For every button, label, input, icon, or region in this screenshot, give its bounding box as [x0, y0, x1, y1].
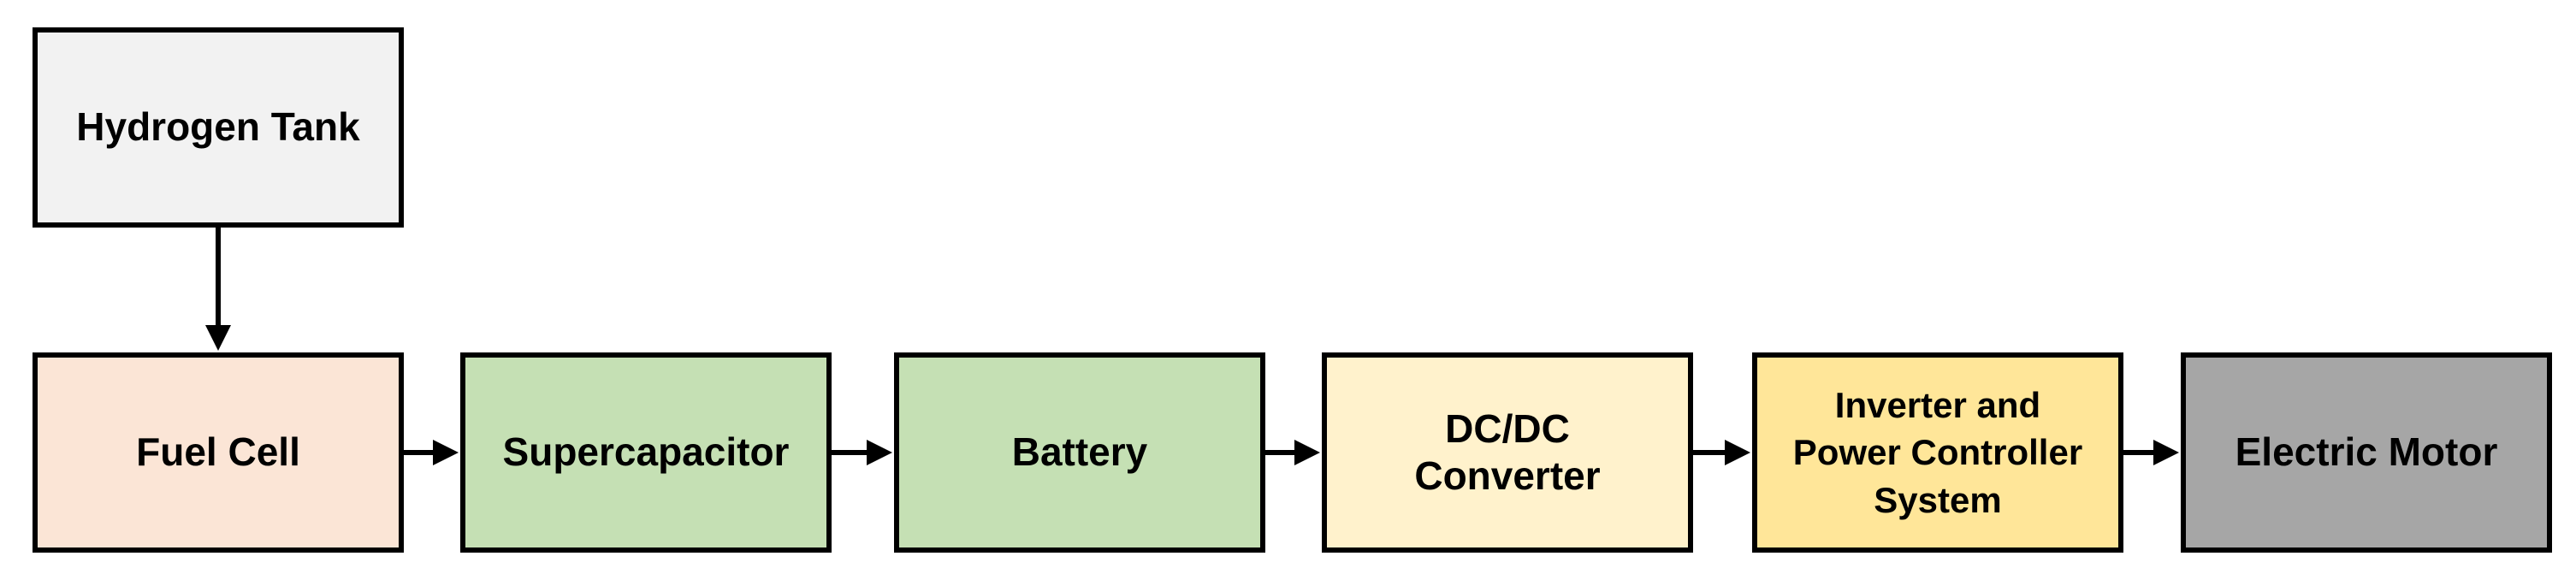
supercapacitor-label: Supercapacitor — [502, 429, 790, 475]
arrowhead-battery-to-dcdc — [1294, 440, 1320, 465]
dc-dc-converter-box: DC/DC Converter — [1322, 352, 1693, 553]
battery-label: Battery — [1011, 429, 1148, 475]
supercapacitor-box: Supercapacitor — [460, 352, 832, 553]
arrowhead-dcdc-to-inverter — [1725, 440, 1750, 465]
electric-motor-label: Electric Motor — [2235, 429, 2498, 475]
arrowhead-fuelcell-to-supercap — [433, 440, 459, 465]
hydrogen-tank-label: Hydrogen Tank — [76, 104, 360, 150]
fuel-cell-label: Fuel Cell — [136, 429, 300, 475]
electric-motor-box: Electric Motor — [2181, 352, 2552, 553]
fuel-cell-box: Fuel Cell — [33, 352, 404, 553]
inverter-power-controller-label: Inverter and Power Controller System — [1792, 384, 2083, 520]
battery-box: Battery — [894, 352, 1265, 553]
arrowhead-supercap-to-battery — [867, 440, 892, 465]
arrowhead-hydrogen-to-fuelcell — [205, 325, 231, 351]
arrowhead-inverter-to-motor — [2153, 440, 2179, 465]
hydrogen-tank-box: Hydrogen Tank — [33, 27, 404, 228]
dc-dc-converter-label: DC/DC Converter — [1414, 405, 1601, 498]
inverter-power-controller-box: Inverter and Power Controller System — [1752, 352, 2123, 553]
